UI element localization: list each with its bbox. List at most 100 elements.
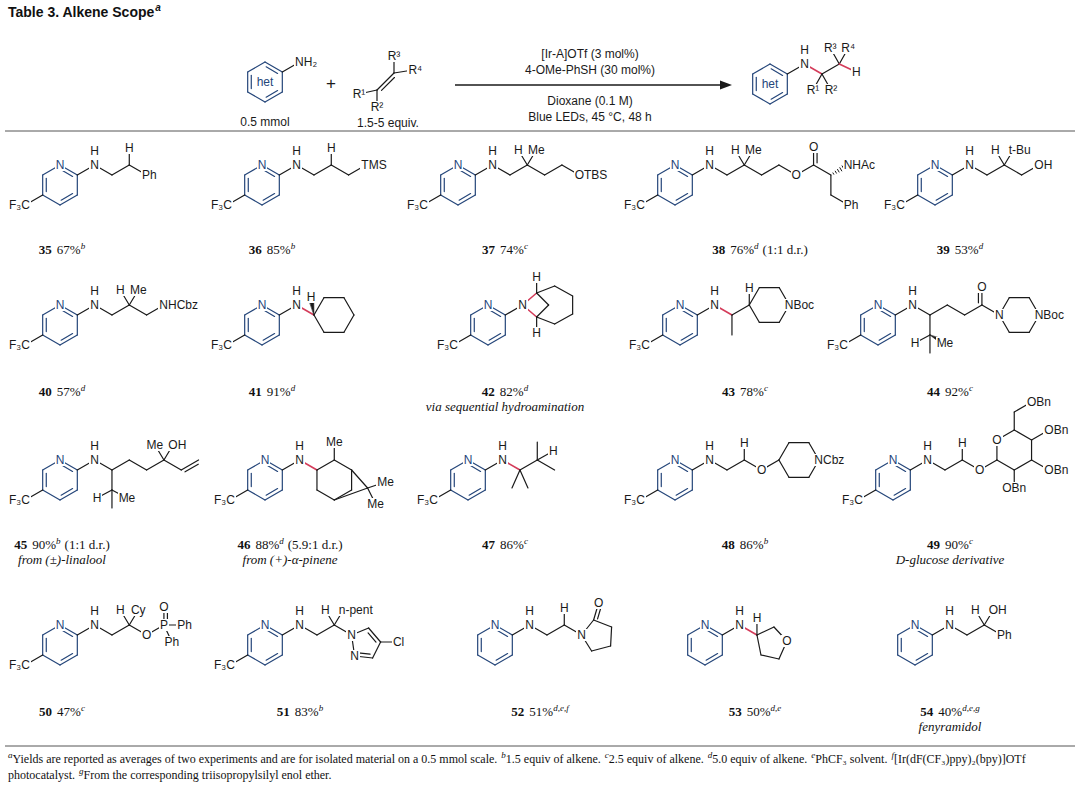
bond-line [358,653,370,654]
atom-label: N [994,309,1005,322]
atom-label: N [907,299,918,312]
bond-line [814,165,831,175]
bond-line [771,69,782,76]
bond-line [594,620,612,627]
bond-line [657,175,658,195]
compound-number: 50 [39,704,52,719]
atom-label: Cl [392,636,405,649]
atom-label: N [55,299,66,312]
reaction-condition: Blue LEDs, 45 °C, 48 h [527,111,653,124]
bond-line [245,195,262,205]
compound-number: 52 [511,704,524,719]
bond-line [838,169,840,172]
bond-line [932,635,933,655]
atom-label: O [976,281,987,294]
bond-line [879,334,890,341]
atom-label: N [291,159,302,172]
bond-line [147,460,164,470]
footnote-marker: d [979,241,984,251]
footnote-marker: a [155,2,161,13]
bond-line [112,305,129,315]
amount-note: 0.5 mmol [239,116,290,129]
compound-caption: 5183%b [277,704,323,720]
bond-line [470,315,471,335]
table-heading: Table 3. Alkene Scopea [8,4,161,20]
bond-line [164,460,181,470]
yield: 88% [255,537,279,552]
atom-label: H [524,605,535,618]
compound-caption: 5350%d,e [729,704,782,720]
atom-label: Me [129,284,148,297]
atom-label: H [970,604,981,617]
bond-line [46,638,47,651]
compound-number: 49 [927,537,940,552]
atom-label: R² [824,84,839,97]
atom-label: O [158,601,169,614]
bond-line [61,334,72,341]
footnotes: aYields are reported as averages of two … [8,751,1072,783]
bond-line [477,635,478,655]
bond-line [248,655,265,665]
bond-line [787,74,788,94]
atom-label: N [873,299,884,312]
yield: 74% [500,242,524,257]
atom-label: N [944,619,955,632]
bond-line [317,625,334,635]
atom-label: H [89,285,100,298]
atom-label: R⁴ [407,64,423,77]
atom-label: F₃C [841,494,864,507]
bond-line [112,625,129,635]
compound-number: 38 [712,242,725,257]
yield: 91% [267,384,291,399]
bond-line [936,194,947,201]
atom-label: Me [325,436,344,449]
atom-label: N [294,619,305,632]
yield: 90% [32,537,56,552]
reaction-condition: 4-OMe-PhSH (30 mol%) [524,64,656,77]
bond-line [352,470,368,488]
bond-line [248,92,265,102]
reaction-arrow [455,84,722,85]
yield: 57% [57,384,81,399]
footnote-marker: g [79,766,84,776]
atom-label: N [490,619,501,632]
bond-line [753,94,770,104]
atom-label: t-Bu [1008,144,1032,157]
yield: 76% [730,242,754,257]
footnote-marker: c [605,750,609,760]
atom-label: F₃C [213,659,236,672]
atom-label: H [89,605,100,618]
bond-line [61,654,72,661]
bond-line [662,315,663,335]
bond-line [351,470,352,490]
atom-label: NBoc [1034,309,1065,322]
bond-line [822,64,839,74]
atom-label: Cy [130,604,147,617]
bond-line [779,460,789,477]
bond-line [266,67,277,74]
dr-ratio: (1:1 d.r.) [65,537,110,552]
compound-caption: 4688%d(5.9:1 d.r.) [237,537,342,553]
bond-line [314,165,331,175]
compound-caption: 5251%d,e,f [511,704,568,720]
bond-line [1014,430,1031,440]
bond-line [661,178,662,191]
atom-label: OBn [1001,482,1027,495]
bond-line [248,178,249,191]
bond-line [474,318,475,331]
bond-line [441,195,458,205]
atom-label: N [576,629,587,642]
atom-label: H [851,66,862,79]
bond-line [505,315,506,335]
atom-label: N [55,619,66,632]
bond-line [757,635,761,655]
atom-label: Ph [843,199,860,212]
compound-caption: 3685%b [249,242,295,258]
atom-label: NH₂ [294,56,318,69]
bond-line [875,470,876,490]
bond-line [263,334,274,341]
footnote-marker: b [81,241,86,251]
atom-label: H [320,604,331,617]
atom-label: H [548,445,559,458]
atom-label: H [957,437,968,450]
